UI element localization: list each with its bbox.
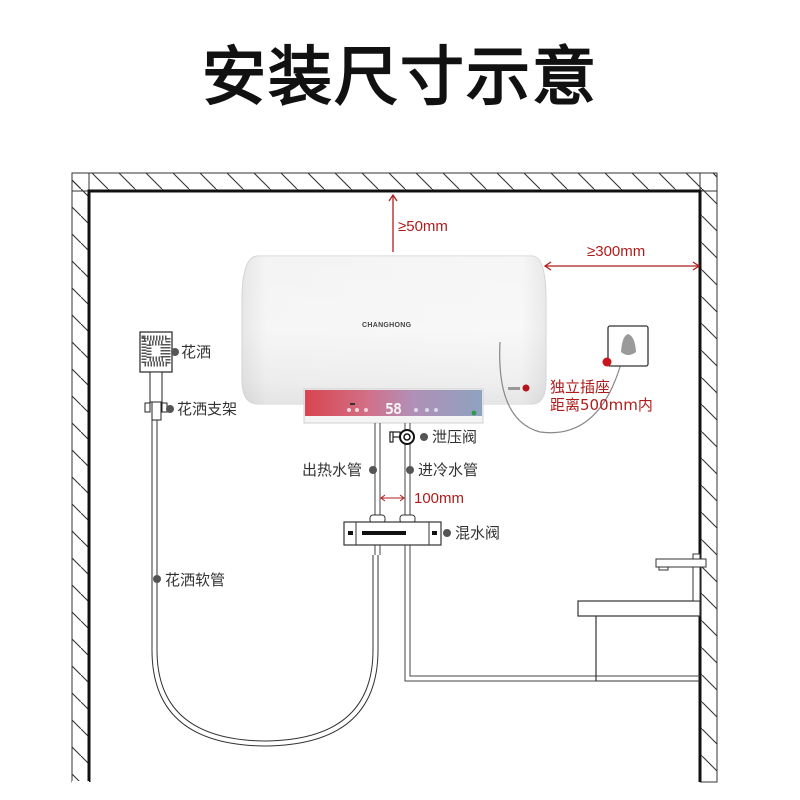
sink-vanity [577, 553, 707, 682]
relief-valve [389, 429, 415, 445]
socket-requirement-line2: 距离500mm内 [550, 396, 653, 414]
pipe-spacing-label: 100mm [414, 490, 465, 507]
power-cord [499, 341, 629, 434]
callout-relief-valve: 泄压阀 [432, 428, 478, 446]
shower-head [139, 331, 173, 421]
page-title: 安装尺寸示意 [202, 41, 598, 115]
callout-hot-outlet: 出热水管 [302, 461, 363, 479]
power-socket [602, 325, 649, 367]
callout-cold-inlet: 进冷水管 [418, 461, 479, 479]
callout-shower-hose: 花洒软管 [165, 571, 226, 589]
socket-requirement-line1: 独立插座 [550, 378, 611, 396]
callout-shower-head: 花洒 [181, 343, 212, 361]
side-clearance-arrow [543, 261, 701, 271]
water-heater [241, 255, 547, 405]
mixing-valve [343, 514, 442, 546]
side-clearance-label: ≥300mm [587, 243, 646, 260]
brand-logo: CHANGHONG [362, 322, 412, 329]
top-clearance-arrow [388, 193, 398, 252]
callout-dots [153, 348, 451, 583]
callout-shower-bracket: 花洒支架 [177, 400, 238, 418]
control-panel [303, 388, 484, 424]
temperature-display: 58 [385, 400, 402, 418]
pipe-spacing-arrow [380, 494, 405, 502]
callout-mixing-valve: 混水阀 [455, 524, 501, 542]
shower-hose [151, 420, 379, 747]
top-clearance-label: ≥50mm [398, 218, 448, 235]
